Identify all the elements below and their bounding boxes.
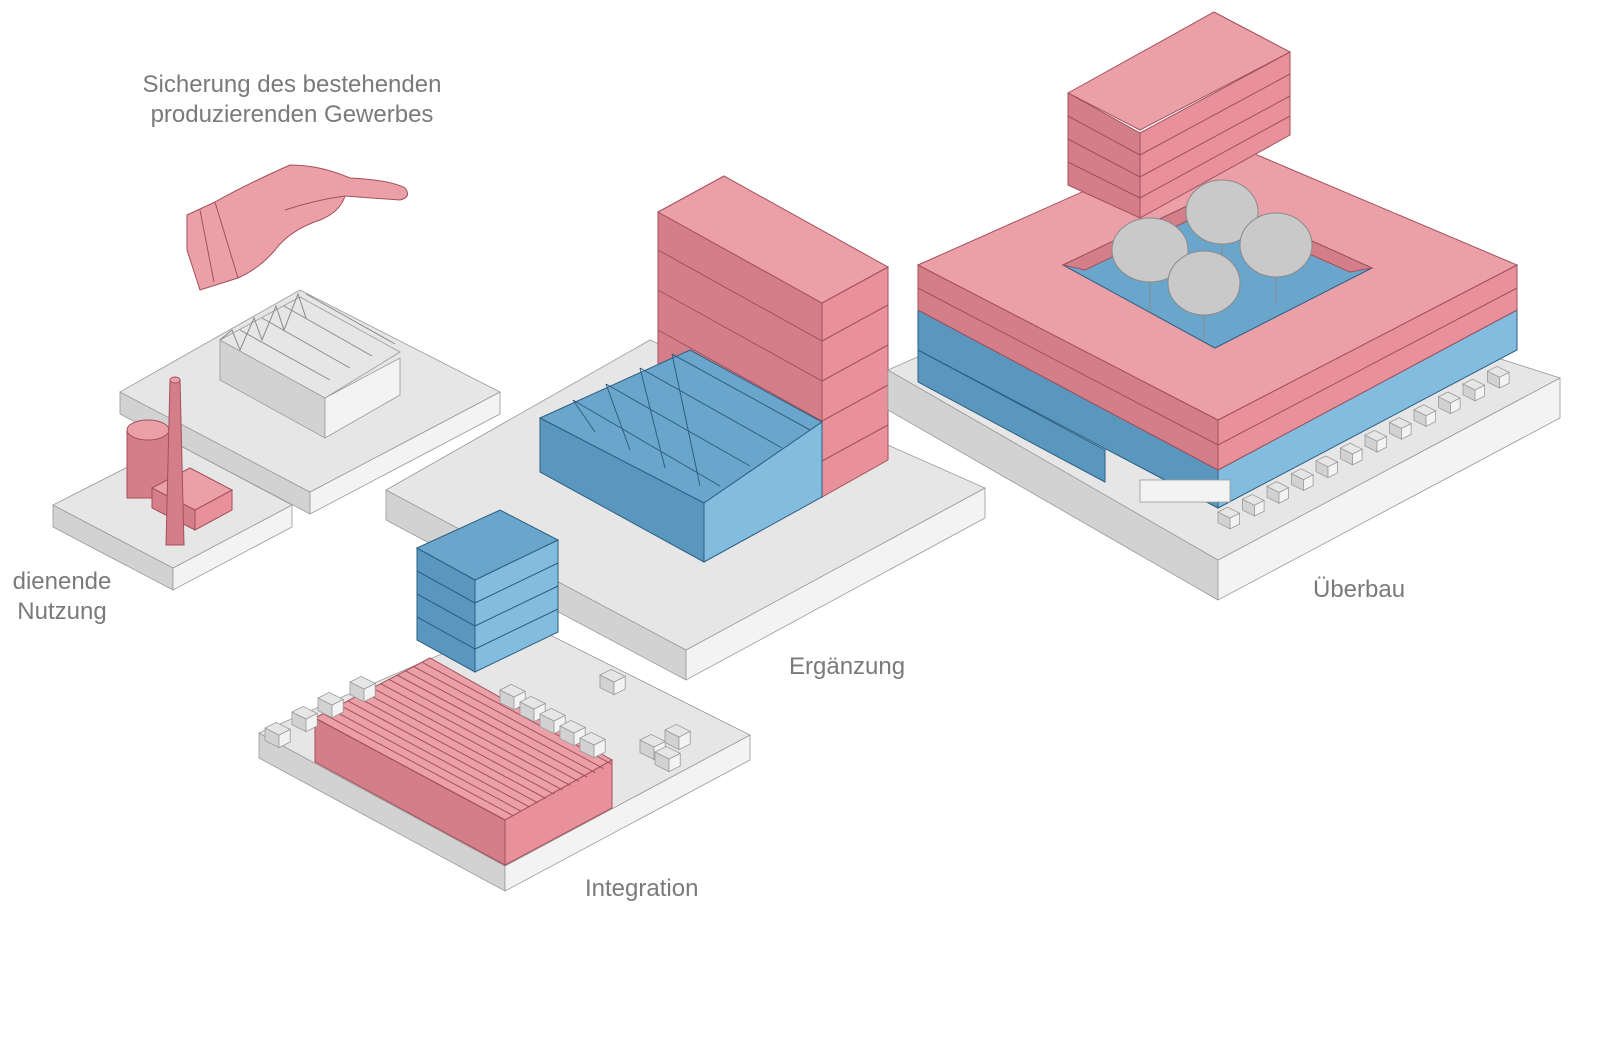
existing-factory-building [219,292,401,439]
vehicle-icon [664,723,692,751]
title-label: Sicherung des bestehenden produzierenden… [132,70,452,130]
truck-icon [1290,468,1314,492]
label-integration: Integration [585,875,699,902]
vehicle-icon [264,721,292,749]
truck-icon [1413,404,1437,428]
vehicle-icon [317,691,345,719]
tree-icon [1167,250,1241,340]
truck-icon [1315,455,1339,479]
dienende-line-2: Nutzung [17,598,107,625]
tree-icon [1111,217,1189,312]
dienende-line-1: dienende [12,568,112,595]
ueberbau-building [916,134,1519,509]
truck-icon [1388,417,1412,440]
truck-row [1217,365,1510,530]
truck-icon [1437,391,1461,415]
integration-hall [313,657,614,866]
truck-icon [1339,442,1363,466]
vehicle-icon [349,675,377,703]
ueberbau-upper-block [1066,11,1292,219]
truck-icon [1217,506,1241,530]
title-line-2: produzierenden Gewerbes [150,101,434,128]
label-ueberbau: Überbau [1313,576,1406,603]
chimney-and-tank [126,376,234,546]
integration-vehicles [264,668,692,773]
hand-icon [186,164,409,291]
vehicle-icon [499,683,527,711]
ergaenzung-stairs [538,349,823,563]
courtyard-trees [1111,179,1313,340]
tree-icon [1239,212,1313,302]
vehicle-icon [291,705,319,733]
label-dienende-nutzung: dienende Nutzung [2,567,122,627]
integration-tower [415,509,560,673]
vehicle-icon [559,719,587,747]
label-ergaenzung: Ergänzung [789,653,906,680]
vehicle-icon [599,668,627,696]
vehicle-icon [654,745,682,773]
truck-icon [1486,365,1510,389]
title-line-1: Sicherung des bestehenden [142,71,442,98]
truck-icon [1241,493,1265,517]
truck-icon [1266,481,1290,504]
vehicle-icon [579,731,607,759]
truck-icon [1462,378,1486,402]
truck-icon [1364,429,1388,453]
tree-icon [1185,179,1259,260]
